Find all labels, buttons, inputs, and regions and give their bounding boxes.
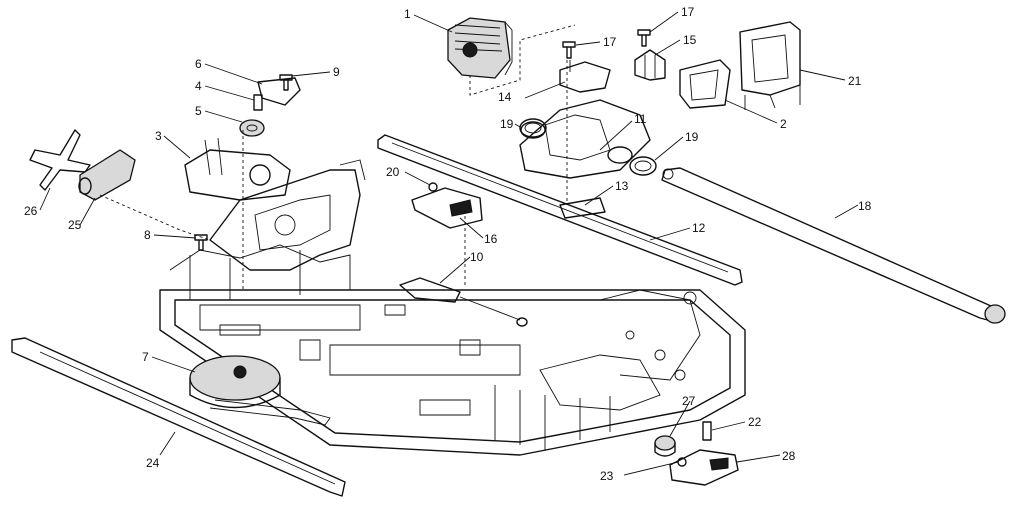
- sensor-part-10: [399, 277, 528, 327]
- rail-clip-part-13: [559, 197, 606, 219]
- ribbon-guide-part-2: [679, 59, 731, 109]
- bracket-part-14: [559, 60, 611, 93]
- bracket-part-16: [411, 187, 483, 229]
- platen-shaft-part-18: [661, 167, 1006, 324]
- callout-19a: 19: [500, 117, 514, 131]
- callout-18: 18: [858, 199, 872, 213]
- gear-housing-part-3: [184, 137, 291, 201]
- callout-21: 21: [848, 74, 862, 88]
- callout-27: 27: [682, 394, 696, 408]
- callout-12: 12: [692, 221, 706, 235]
- callout-23: 23: [600, 469, 614, 483]
- callout-4: 4: [195, 79, 202, 93]
- callout-3: 3: [155, 129, 162, 143]
- callout-25: 25: [68, 218, 82, 232]
- callout-14: 14: [498, 90, 512, 104]
- callout-26: 26: [24, 204, 38, 218]
- screw-part-20: [428, 182, 438, 192]
- callout-2: 2: [780, 117, 787, 131]
- callout-6: 6: [195, 57, 202, 71]
- frame-part-21: [739, 21, 801, 110]
- callout-11: 11: [634, 112, 647, 126]
- callout-19b: 19: [685, 130, 699, 144]
- roller-part-25: [78, 149, 136, 201]
- screw-part-17-a: [562, 41, 576, 59]
- callout-15: 15: [683, 33, 697, 47]
- ring-part-19-right: [629, 156, 657, 176]
- callout-labels: 1 2 3 4 5 6 7 8 9 10 11 12 13 14 15 16 1…: [24, 5, 872, 483]
- upper-frame-bracket: [209, 159, 366, 271]
- callout-17a: 17: [603, 35, 617, 49]
- carriage-part-11: [519, 99, 651, 179]
- callout-20: 20: [386, 165, 400, 179]
- pin-part-4: [253, 94, 263, 111]
- callout-17b: 17: [681, 5, 695, 19]
- lever-part-6: [257, 77, 301, 106]
- callout-24: 24: [146, 456, 160, 470]
- ring-part-19-left: [519, 118, 547, 138]
- screw-part-17-b: [637, 29, 651, 47]
- roller-part-27: [654, 435, 676, 457]
- callout-22: 22: [748, 415, 762, 429]
- motor-part-7: [189, 355, 331, 426]
- leader-lines: [39, 11, 859, 476]
- guide-rail-part-12: [377, 134, 743, 286]
- callout-13: 13: [615, 179, 629, 193]
- callout-1: 1: [404, 7, 411, 21]
- callout-8: 8: [144, 228, 151, 242]
- callout-9: 9: [333, 65, 340, 79]
- callout-10: 10: [470, 250, 484, 264]
- pin-part-22: [702, 421, 712, 441]
- callout-16: 16: [484, 232, 498, 246]
- assembly-guide-lines: [99, 24, 576, 290]
- callout-5: 5: [195, 104, 202, 118]
- screw-part-9: [279, 74, 293, 91]
- bracket-part-15: [634, 49, 666, 81]
- bearing-part-5: [239, 119, 265, 137]
- bracket-part-28: [669, 449, 739, 486]
- main-chassis-frame: [159, 244, 746, 456]
- front-rail-part-24: [11, 337, 346, 497]
- print-head-part-1: [447, 17, 513, 79]
- callout-28: 28: [782, 449, 796, 463]
- callout-7: 7: [142, 350, 149, 364]
